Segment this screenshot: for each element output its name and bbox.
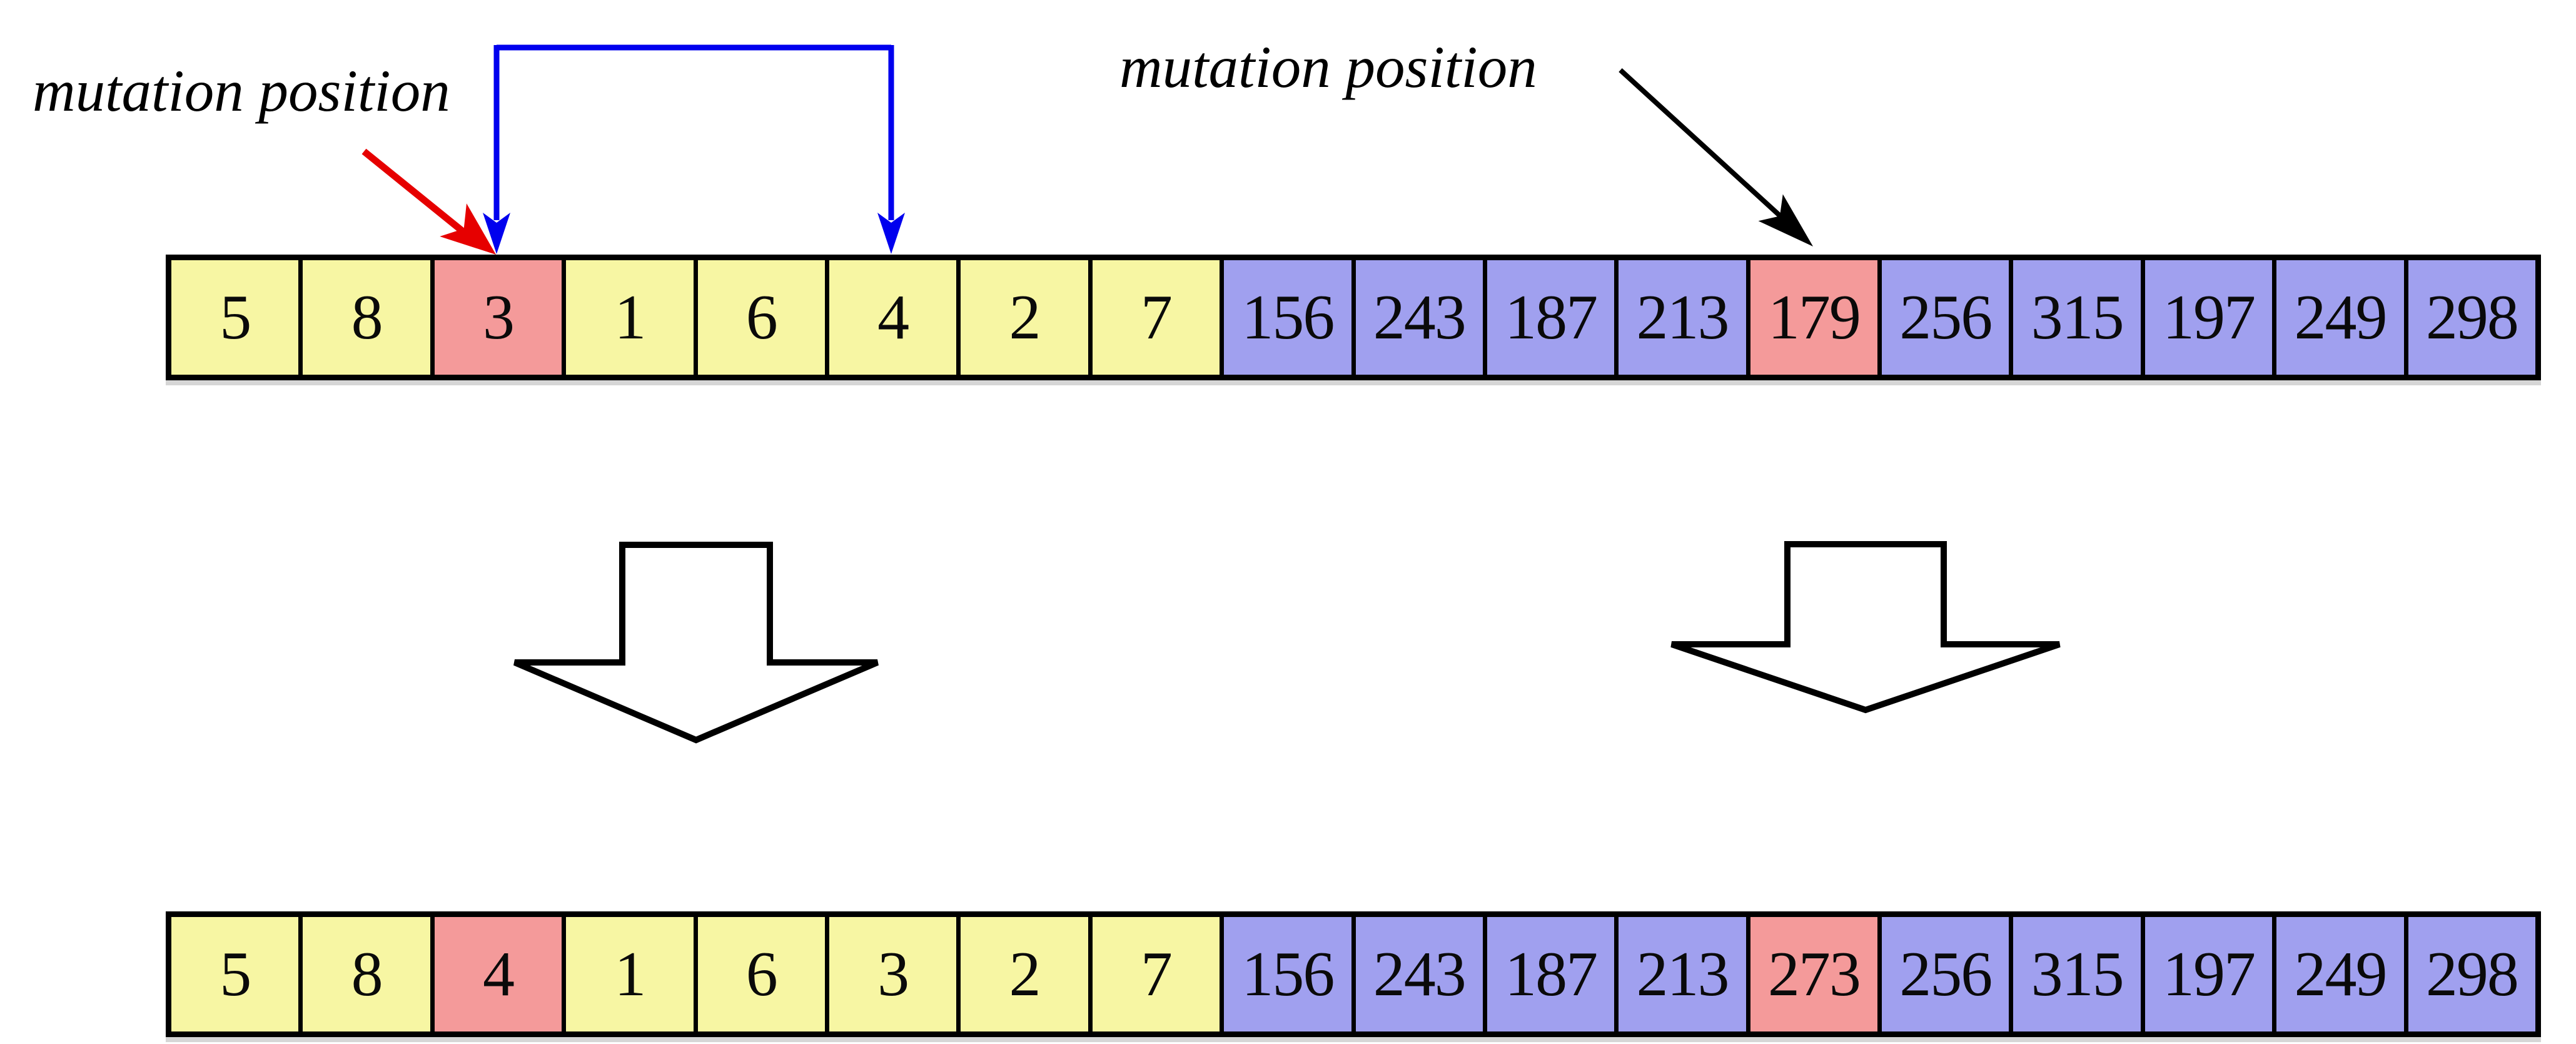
gene-cell-243: 243 xyxy=(1351,917,1483,1031)
gene-cell-213: 213 xyxy=(1614,260,1746,375)
gene-cell-243: 243 xyxy=(1351,260,1483,375)
gene-cell-3: 3 xyxy=(430,260,562,375)
gene-cell-256: 256 xyxy=(1877,917,2009,1031)
gene-cell-7: 7 xyxy=(1088,917,1220,1031)
gene-cell-7: 7 xyxy=(1088,260,1220,375)
gene-cell-315: 315 xyxy=(2009,917,2141,1031)
gene-cell-1: 1 xyxy=(562,260,694,375)
gene-cell-273: 273 xyxy=(1745,917,1878,1031)
gene-cell-197: 197 xyxy=(2140,917,2273,1031)
gene-cell-8: 8 xyxy=(298,917,430,1031)
gene-cell-187: 187 xyxy=(1482,260,1615,375)
gene-cell-156: 156 xyxy=(1220,917,1351,1031)
gene-cell-256: 256 xyxy=(1877,260,2009,375)
gene-cell-298: 298 xyxy=(2403,260,2536,375)
gene-cell-179: 179 xyxy=(1745,260,1878,375)
swap-bracket-arrow xyxy=(483,44,905,254)
gene-cell-3: 3 xyxy=(824,917,957,1031)
gene-cell-5: 5 xyxy=(171,260,299,375)
gene-cell-2: 2 xyxy=(956,917,1088,1031)
mutation-position-label-left: mutation position xyxy=(33,58,450,124)
gene-cell-4: 4 xyxy=(430,917,562,1031)
mutation-pointer-red-arrow xyxy=(361,148,496,255)
gene-cell-1: 1 xyxy=(562,917,694,1031)
mutation-position-label-right: mutation position xyxy=(1119,34,1537,100)
transform-down-arrow-right xyxy=(1670,541,2061,714)
gene-cell-2: 2 xyxy=(956,260,1088,375)
mutation-pointer-black-arrow xyxy=(1619,68,1813,246)
gene-cell-5: 5 xyxy=(171,917,299,1031)
gene-cell-156: 156 xyxy=(1220,260,1351,375)
gene-cell-249: 249 xyxy=(2272,260,2404,375)
gene-cell-4: 4 xyxy=(824,260,957,375)
gene-cell-6: 6 xyxy=(693,260,825,375)
gene-cell-6: 6 xyxy=(693,917,825,1031)
gene-cell-187: 187 xyxy=(1482,917,1615,1031)
gene-cell-298: 298 xyxy=(2403,917,2536,1031)
transform-down-arrow-left xyxy=(513,542,879,744)
gene-cell-8: 8 xyxy=(298,260,430,375)
gene-cell-197: 197 xyxy=(2140,260,2273,375)
gene-cell-213: 213 xyxy=(1614,917,1746,1031)
gene-cell-249: 249 xyxy=(2272,917,2404,1031)
gene-cell-315: 315 xyxy=(2009,260,2141,375)
